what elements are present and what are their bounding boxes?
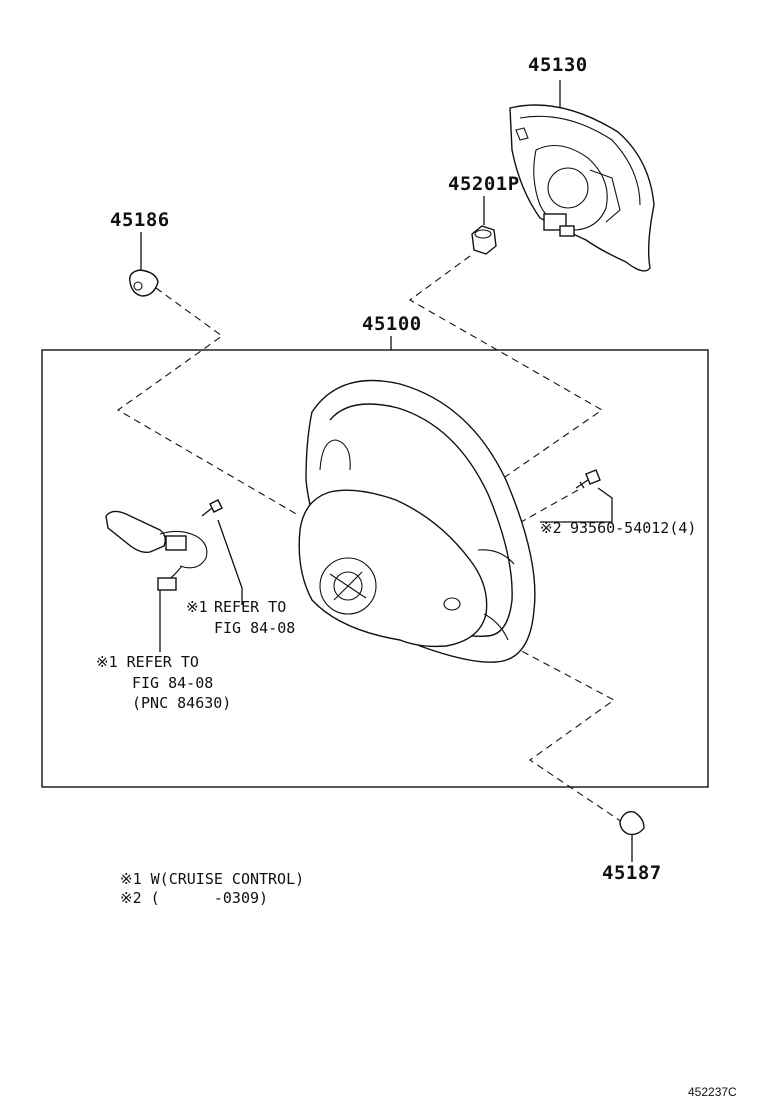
- cruise-control-switch-icon: [105, 510, 208, 591]
- screw-note-mark: ※2: [540, 519, 562, 537]
- legend-line-1: ※1 W(CRUISE CONTROL): [120, 870, 304, 888]
- refer-upper-line2: FIG 84-08: [214, 619, 295, 637]
- figure-code: 452237C: [688, 1085, 737, 1099]
- refer-lower-line1: ※1 REFER TO: [96, 653, 199, 671]
- cover-cap-left-icon: [129, 269, 159, 297]
- screw-part-number: 93560-54012(4): [570, 519, 696, 537]
- cover-cap-right-icon: [619, 811, 645, 836]
- refer-upper-mark: ※1: [186, 598, 208, 616]
- nut-icon: [471, 225, 497, 255]
- refer-upper-line1: REFER TO: [214, 598, 286, 616]
- steering-wheel-icon: [298, 379, 536, 663]
- dash-left-cover: [116, 287, 299, 516]
- part-number-45130: 45130: [528, 54, 588, 76]
- assembly-frame: [41, 349, 709, 788]
- part-number-45100: 45100: [362, 313, 422, 335]
- refer-lower-line3: (PNC 84630): [132, 694, 231, 712]
- switch-screw-icon: [201, 499, 223, 517]
- refer-lower-line2: FIG 84-08: [132, 674, 213, 692]
- screw-icon: [575, 469, 601, 489]
- leader-refer-upper: [217, 519, 243, 605]
- part-number-45186: 45186: [110, 209, 170, 231]
- leader-screw: [540, 487, 613, 523]
- part-number-45187: 45187: [602, 862, 662, 884]
- legend-line-2: ※2 ( -0309): [120, 889, 268, 907]
- part-number-45201p: 45201P: [448, 173, 520, 195]
- dash-nut: [408, 255, 604, 531]
- airbag-horn-pad-icon: [509, 104, 655, 272]
